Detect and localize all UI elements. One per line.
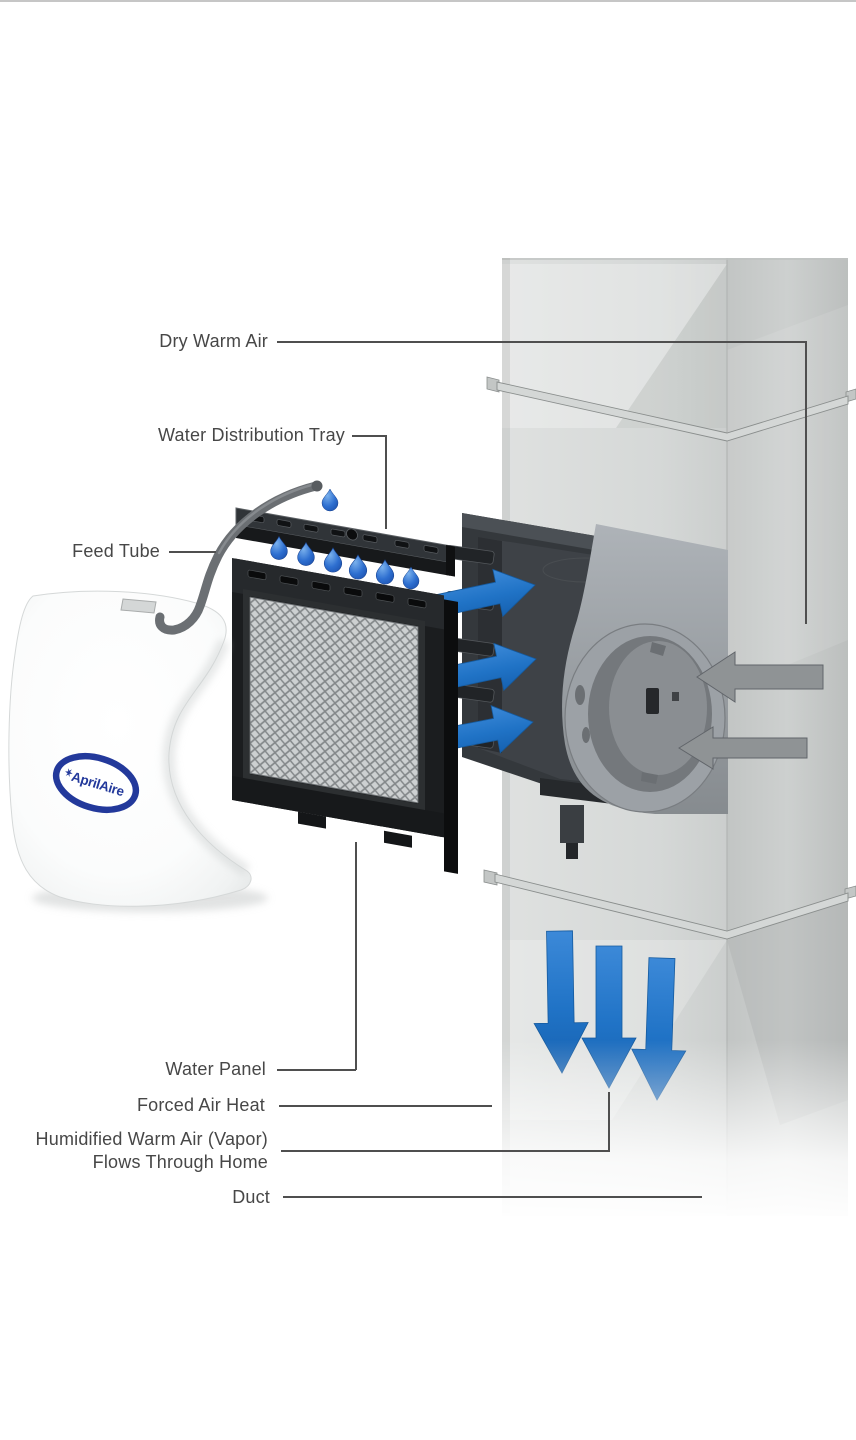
tray-slots bbox=[249, 514, 439, 554]
panel-top-rail bbox=[232, 558, 444, 630]
shroud-hole bbox=[582, 727, 590, 743]
aprilaire-logo: AprilAire bbox=[52, 753, 140, 813]
panel-inner-bevel bbox=[243, 588, 425, 812]
water-droplets bbox=[270, 488, 420, 590]
label-duct: Duct bbox=[232, 1187, 270, 1207]
label-humidified-warm-air: Humidified Warm Air (Vapor) Flows Throug… bbox=[36, 1128, 268, 1174]
label-feed-tube: Feed Tube bbox=[72, 541, 160, 561]
leader-line-distribution-tray-v bbox=[385, 435, 387, 529]
gray-left-arrow-icon bbox=[696, 651, 824, 703]
leader-line-feed-tube bbox=[169, 551, 216, 553]
water-droplet-icon bbox=[297, 541, 315, 566]
feed-tube bbox=[155, 480, 323, 635]
tray-inlet-fitting bbox=[346, 528, 358, 541]
disc-tab-bottom bbox=[641, 772, 658, 784]
tube-outlet-tip bbox=[311, 480, 323, 492]
tray-end-cap bbox=[446, 545, 455, 577]
duct-sheen bbox=[616, 264, 727, 428]
tube-highlight bbox=[217, 482, 317, 555]
label-forced-air-heat: Forced Air Heat bbox=[136, 1095, 265, 1115]
water-droplet-icon bbox=[323, 547, 343, 573]
duct-sheen bbox=[502, 264, 727, 428]
leader-line-dry-warm-air bbox=[277, 341, 805, 343]
label-dry-warm-air: Dry Warm Air bbox=[159, 331, 268, 351]
panel-side-depth bbox=[444, 599, 458, 874]
duct-lower-flange bbox=[483, 869, 856, 940]
duct-sheen bbox=[727, 305, 848, 690]
water-droplet-icon bbox=[375, 559, 395, 585]
blue-down-arrow-icon bbox=[533, 930, 589, 1074]
duct-upper-flange bbox=[486, 376, 856, 442]
page-top-rule bbox=[0, 0, 856, 2]
shroud-hole bbox=[575, 685, 585, 705]
leader-line-humidified-air bbox=[281, 1150, 609, 1152]
water-droplet-icon bbox=[321, 488, 339, 512]
panel-drip-slots bbox=[247, 569, 427, 609]
water-panel bbox=[232, 558, 458, 874]
leader-line-water-panel bbox=[277, 1069, 356, 1071]
leader-line-duct bbox=[283, 1196, 702, 1198]
water-droplet-icon bbox=[402, 566, 420, 590]
leader-line-dry-warm-air-v bbox=[805, 341, 807, 624]
gray-left-arrow-icon bbox=[678, 726, 808, 770]
mounting-shroud bbox=[562, 524, 728, 814]
label-water-distribution-tray: Water Distribution Tray bbox=[158, 425, 345, 445]
tray-front-face bbox=[236, 525, 450, 576]
panel-foot bbox=[384, 830, 412, 848]
label-humidified-warm-air-line1: Humidified Warm Air (Vapor) bbox=[35, 1129, 268, 1149]
label-humidified-warm-air-line2: Flows Through Home bbox=[92, 1152, 268, 1172]
cover-curve-shade bbox=[162, 638, 251, 877]
leader-line-water-panel-v bbox=[355, 842, 357, 1070]
panel-foot bbox=[298, 811, 326, 829]
water-droplet-icon bbox=[348, 554, 368, 580]
water-distribution-tray bbox=[235, 507, 455, 577]
leader-line-humidified-air-v bbox=[608, 1092, 610, 1152]
return-air-arrows bbox=[678, 651, 824, 770]
panel-mesh bbox=[249, 596, 419, 804]
drain-stub bbox=[560, 805, 584, 843]
leader-line-forced-air-heat bbox=[279, 1105, 492, 1107]
label-water-panel: Water Panel bbox=[165, 1059, 266, 1079]
logo-oval bbox=[52, 753, 140, 813]
leader-line-distribution-tray bbox=[352, 435, 386, 437]
panel-bottom-rail bbox=[232, 776, 444, 838]
cover-vent-hole bbox=[120, 598, 157, 614]
humidifier-cover: AprilAire bbox=[8, 590, 252, 907]
water-droplet-icon bbox=[270, 535, 288, 560]
drain-stub-tip bbox=[566, 843, 578, 859]
disc-tab-top bbox=[650, 642, 666, 656]
disc-slot bbox=[646, 688, 659, 714]
logo-sparkle-icon bbox=[65, 768, 73, 778]
disc-nub bbox=[672, 692, 679, 701]
